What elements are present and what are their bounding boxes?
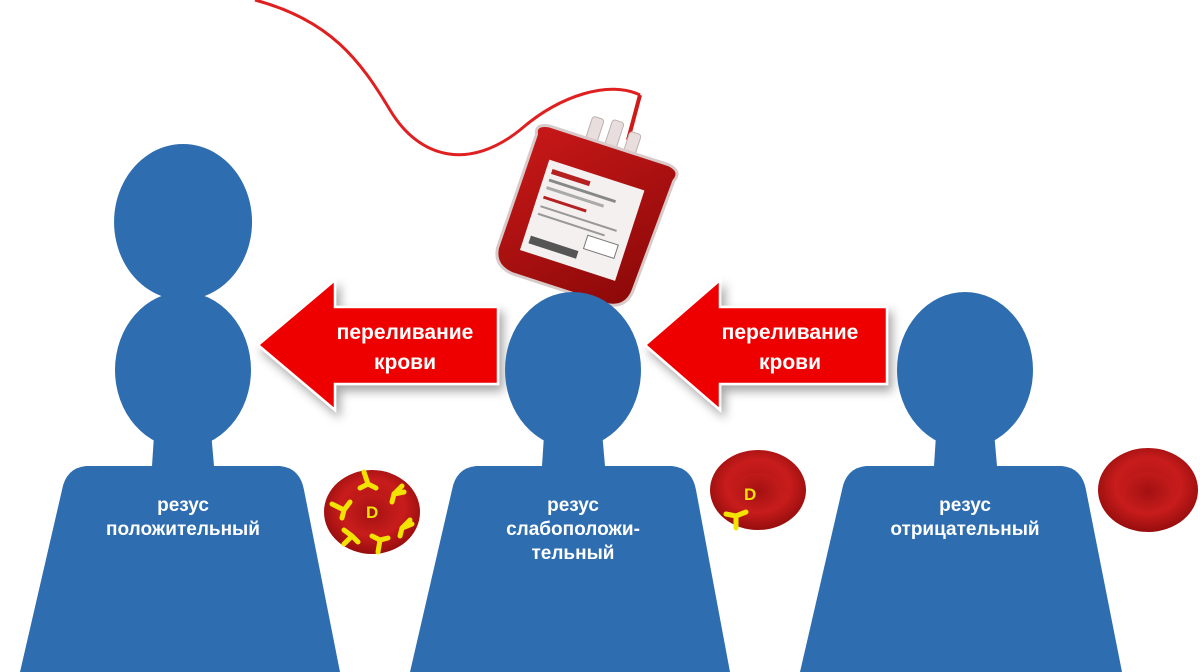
- blood-bag-icon: [254, 0, 679, 307]
- transfusion-arrow-1: [256, 277, 500, 413]
- person-3-line1: резус: [939, 495, 991, 516]
- person-1-label: резус положительный: [83, 494, 283, 542]
- red-blood-cell-icon: D: [324, 469, 420, 555]
- person-2-label: резус слабоположи- тельный: [473, 494, 673, 566]
- person-silhouette-icon: [800, 292, 1122, 672]
- person-1-line1: резус: [157, 495, 209, 516]
- arrow-2-label: переливание крови: [690, 318, 890, 378]
- arrow-1-line1: переливание: [336, 321, 474, 344]
- arrow-2-line2: крови: [759, 351, 821, 374]
- red-blood-cell-icon: [1098, 448, 1198, 532]
- person-3-line2: отрицательный: [890, 519, 1040, 540]
- person-2-line3: тельный: [531, 543, 615, 564]
- cell-2-antigen-label: D: [744, 485, 756, 504]
- transfusion-arrow-2: [643, 277, 889, 413]
- arrow-1-line2: крови: [374, 351, 436, 374]
- person-silhouette-icon: [410, 292, 730, 672]
- red-blood-cell-icon: D: [710, 450, 806, 531]
- person-2-line2: слабоположи-: [506, 519, 640, 540]
- person-1-line2: положительный: [106, 519, 260, 540]
- cell-1-antigen-label: D: [366, 503, 378, 522]
- person-2-line1: резус: [547, 495, 599, 516]
- arrow-1-label: переливание крови: [305, 318, 505, 378]
- person-3-label: резус отрицательный: [865, 494, 1065, 542]
- arrow-2-line1: переливание: [721, 321, 859, 344]
- person-silhouette-icon: [20, 144, 340, 672]
